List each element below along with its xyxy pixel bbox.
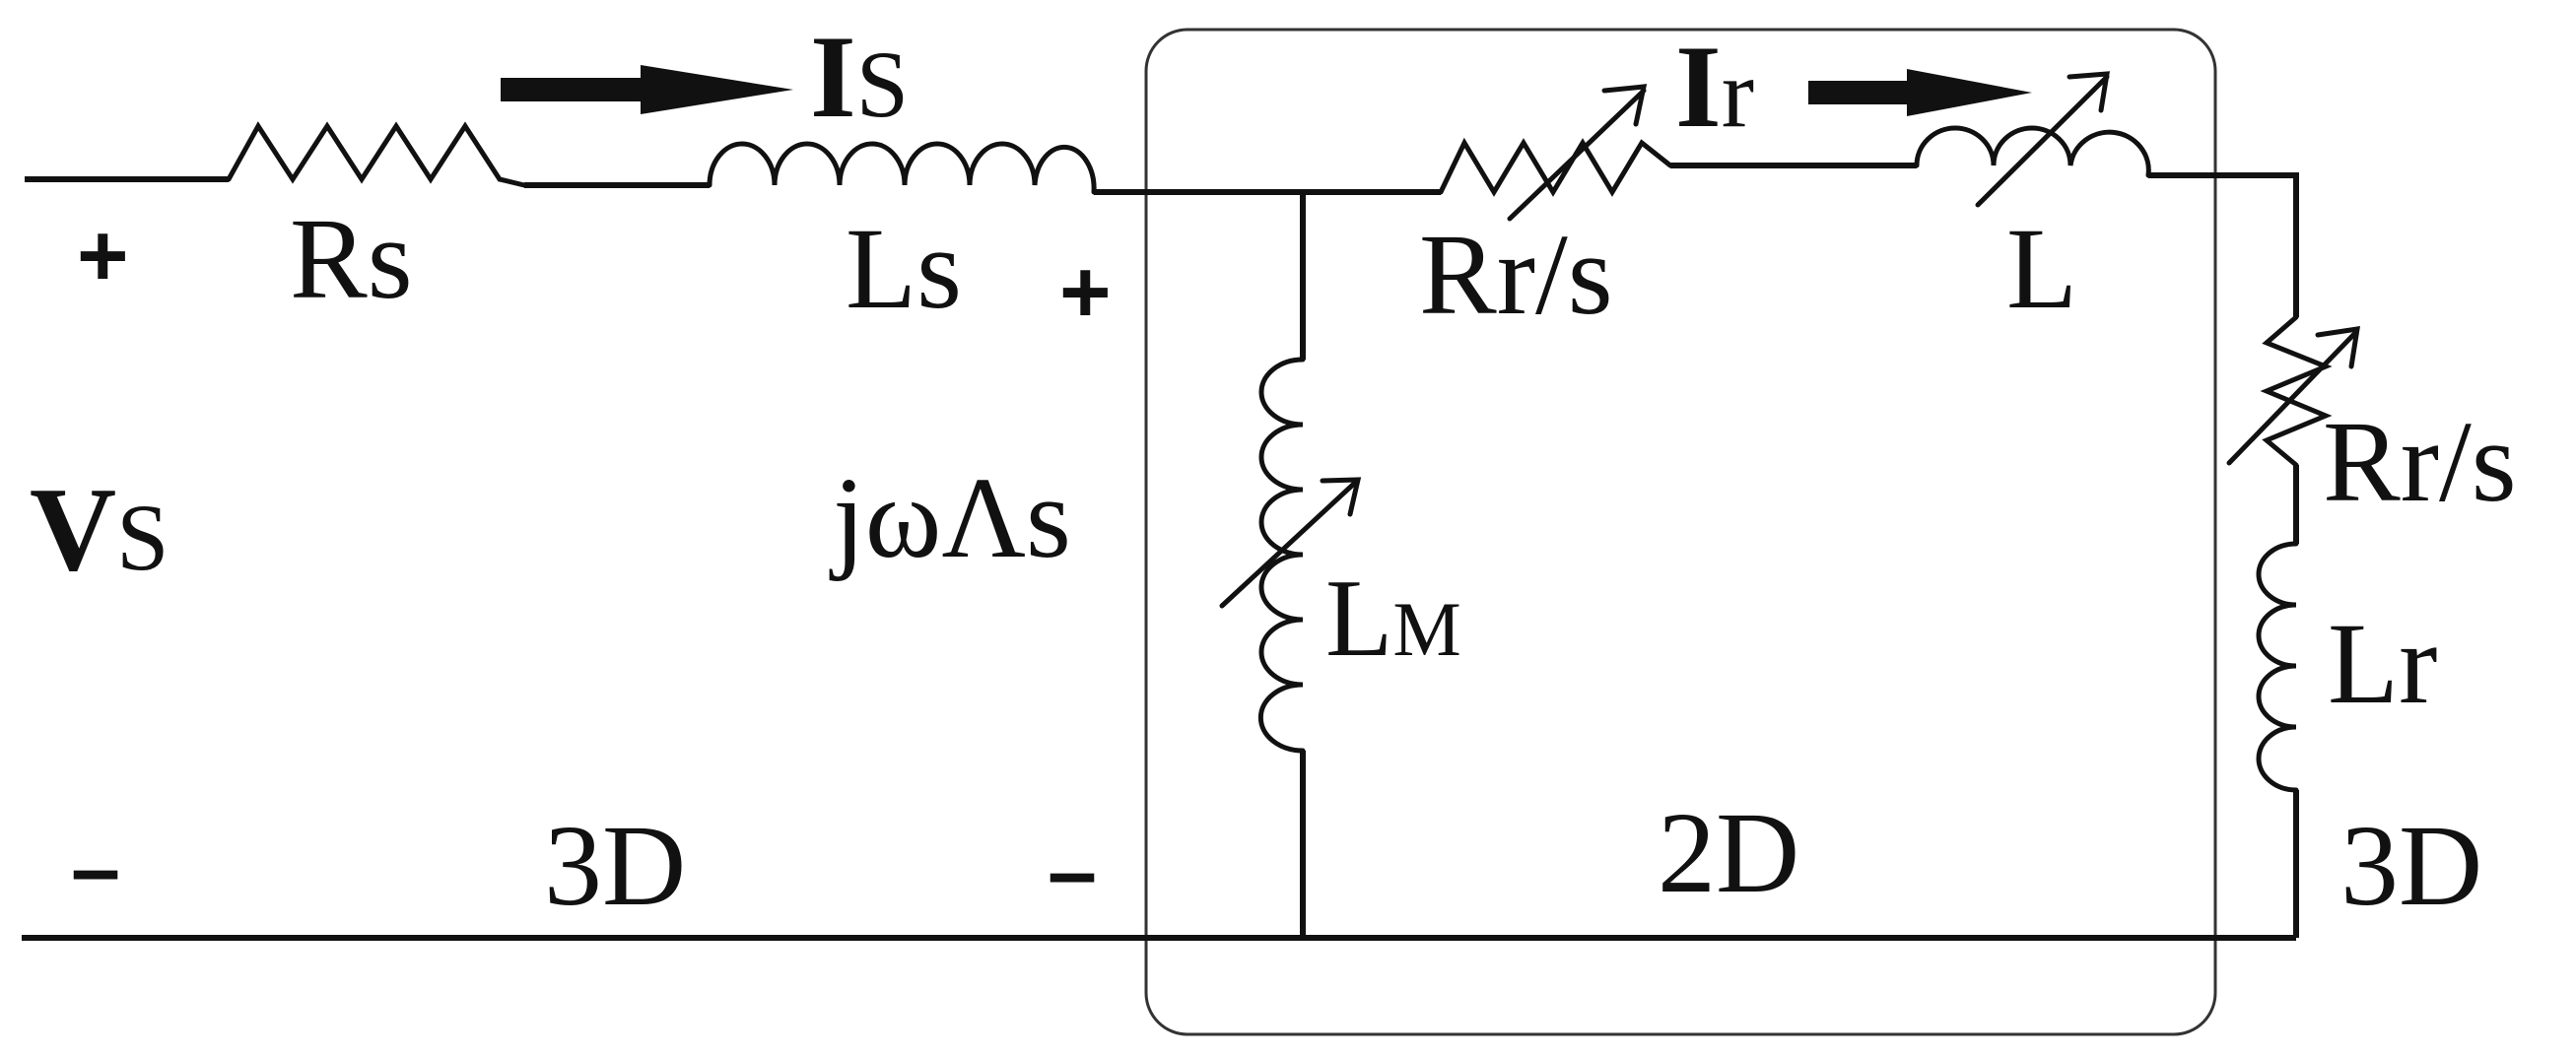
rotor-inductance-2d-label: L bbox=[2006, 204, 2077, 333]
region-center-label: 2D bbox=[1658, 788, 1799, 917]
region-left-label: 3D bbox=[544, 801, 686, 930]
airgap-minus-sign: – bbox=[1048, 823, 1097, 921]
stator-current-arrow bbox=[501, 65, 793, 114]
rotor-inductance-3d-label: Lr bbox=[2328, 599, 2437, 728]
rotor-current-arrow bbox=[1808, 69, 2032, 116]
rotor-current-label: Ir bbox=[1675, 21, 1754, 152]
rotor-resistor-3d bbox=[2260, 314, 2333, 468]
wire-l-to-rr3d bbox=[2148, 172, 2299, 317]
airgap-voltage-label: jωΛs bbox=[829, 453, 1071, 582]
stator-current-label: IS bbox=[810, 11, 909, 142]
region-right-label: 3D bbox=[2340, 801, 2482, 930]
rr3d-variable-arrow bbox=[2226, 326, 2361, 466]
rotor-inductor-2d bbox=[1914, 125, 2151, 178]
magnetizing-inductance-label: LM bbox=[1325, 558, 1461, 680]
rotor-resistance-3d-label: Rr/s bbox=[2323, 397, 2517, 526]
airgap-plus-sign: + bbox=[1059, 243, 1112, 342]
source-minus-sign: – bbox=[71, 820, 120, 918]
source-voltage-label: VS bbox=[30, 463, 169, 596]
magnetizing-inductor bbox=[1257, 357, 1306, 754]
l-variable-arrow bbox=[1975, 71, 2110, 208]
stator-inductor bbox=[707, 141, 1097, 195]
source-plus-sign: + bbox=[77, 207, 129, 305]
rr2d-variable-arrow bbox=[1507, 84, 1648, 222]
stator-inductance-label: Ls bbox=[846, 204, 962, 333]
stator-resistance-label: Rs bbox=[290, 194, 413, 323]
lm-variable-arrow bbox=[1219, 477, 1362, 609]
rotor-resistance-2d-label: Rr/s bbox=[1419, 210, 1613, 339]
stator-resistor bbox=[226, 121, 527, 188]
2d-region-box bbox=[1144, 28, 2217, 1036]
wires bbox=[22, 163, 2299, 941]
rotor-inductor-3d bbox=[2256, 541, 2299, 793]
rotor-resistor-2d bbox=[1438, 137, 1673, 197]
